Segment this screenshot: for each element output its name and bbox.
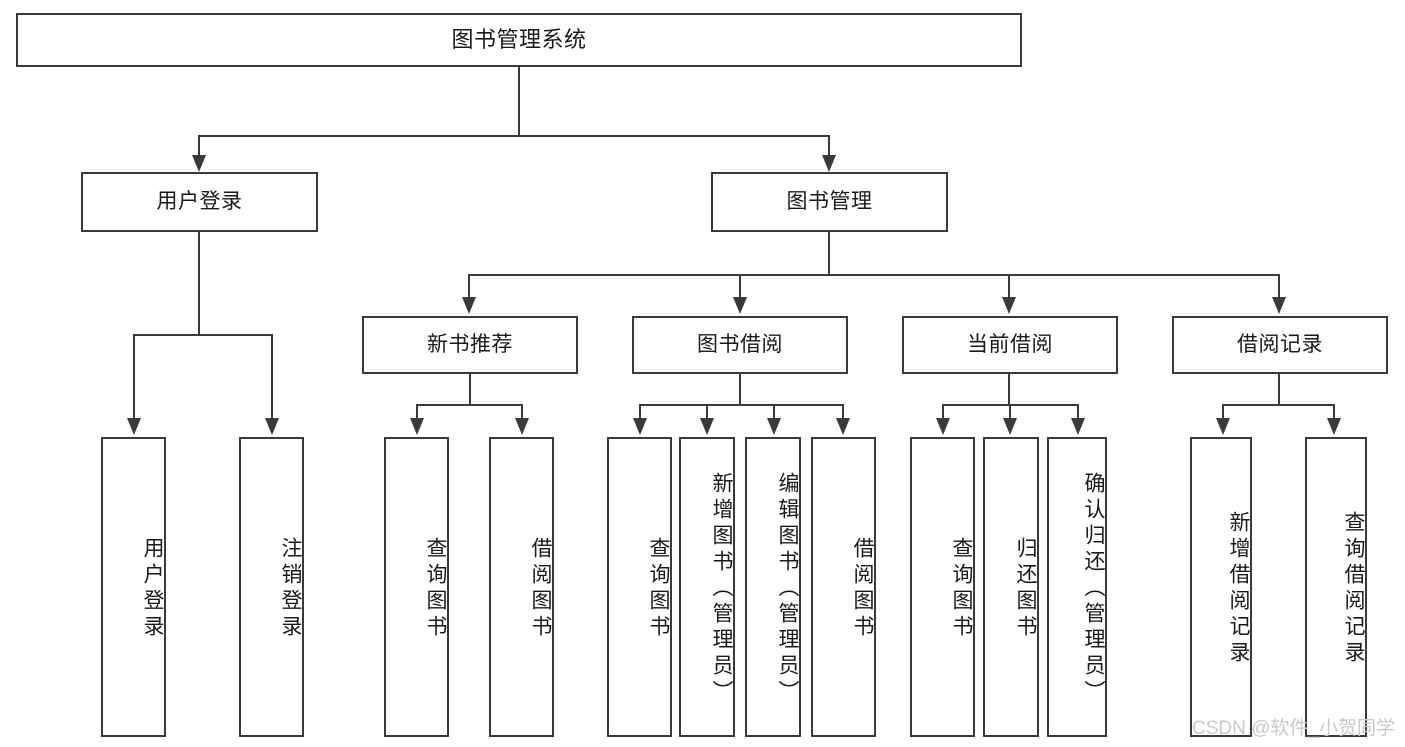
connector-current-child-1: [942, 404, 944, 420]
node-root-system[interactable]: 图书管理系统: [16, 13, 1022, 67]
connector-borrow-bar: [639, 404, 844, 406]
connector-user-login-bar: [133, 334, 272, 336]
arrowhead-user-login-child-2: [265, 418, 279, 435]
connector-current-child-3: [1077, 404, 1079, 420]
leaf-current-query-book[interactable]: 查询图书: [910, 437, 975, 737]
connector-book-mgmt-stem: [828, 232, 830, 276]
arrowhead-book-mgmt-child-2: [733, 297, 747, 314]
leaf-borrow-edit-book-admin[interactable]: 编辑图书（管理员）: [745, 437, 801, 737]
arrowhead-current-child-3: [1071, 418, 1085, 435]
connector-user-login-stem: [198, 232, 200, 336]
arrowhead-book-mgmt-child-1: [462, 297, 476, 314]
connector-record-stem: [1278, 374, 1280, 406]
leaf-recommend-borrow-book[interactable]: 借阅图书: [489, 437, 554, 737]
node-book-borrow[interactable]: 图书借阅: [632, 316, 848, 374]
leaf-borrow-query-book[interactable]: 查询图书: [607, 437, 672, 737]
connector-borrow-stem: [739, 374, 741, 406]
node-book-management[interactable]: 图书管理: [711, 172, 948, 232]
node-new-book-recommend[interactable]: 新书推荐: [362, 316, 578, 374]
node-borrow-record[interactable]: 借阅记录: [1172, 316, 1388, 374]
connector-borrow-child-1: [639, 404, 641, 420]
arrowhead-borrow-child-3: [767, 418, 781, 435]
connector-borrow-child-3: [773, 404, 775, 420]
connector-recommend-child-2: [521, 404, 523, 420]
connector-record-child-2: [1333, 404, 1335, 420]
connector-book-mgmt-child-3: [1008, 274, 1010, 299]
connector-book-mgmt-bar: [468, 274, 1280, 276]
connector-record-child-1: [1222, 404, 1224, 420]
arrowhead-user-login-child-1: [127, 418, 141, 435]
connector-root-stem: [518, 67, 520, 136]
arrowhead-book-mgmt-child-4: [1272, 297, 1286, 314]
watermark-csdn: CSDN @软件_小贺同学: [1192, 718, 1395, 739]
connector-recommend-child-1: [416, 404, 418, 420]
arrowhead-recommend-child-1: [410, 418, 424, 435]
arrowhead-root-to-user-login: [192, 155, 206, 172]
leaf-current-confirm-return-admin[interactable]: 确认归还（管理员）: [1047, 437, 1107, 737]
leaf-borrow-borrow-book[interactable]: 借阅图书: [811, 437, 876, 737]
connector-book-mgmt-child-1: [468, 274, 470, 299]
arrowhead-borrow-child-4: [836, 418, 850, 435]
arrowhead-borrow-child-2: [700, 418, 714, 435]
connector-recommend-bar: [416, 404, 523, 406]
arrowhead-current-child-2: [1003, 418, 1017, 435]
connector-current-stem: [1008, 374, 1010, 406]
leaf-user-login-login[interactable]: 用户登录: [101, 437, 166, 737]
leaf-user-login-logout[interactable]: 注销登录: [239, 437, 304, 737]
arrowhead-book-mgmt-child-3: [1002, 297, 1016, 314]
node-current-borrow[interactable]: 当前借阅: [902, 316, 1118, 374]
arrowhead-root-to-book-mgmt: [822, 155, 836, 172]
connector-record-bar: [1222, 404, 1335, 406]
leaf-record-add-record[interactable]: 新增借阅记录: [1190, 437, 1252, 737]
connector-book-mgmt-child-2: [739, 274, 741, 299]
arrowhead-borrow-child-1: [633, 418, 647, 435]
arrowhead-recommend-child-2: [515, 418, 529, 435]
connector-borrow-child-2: [706, 404, 708, 420]
connector-borrow-child-4: [842, 404, 844, 420]
leaf-current-return-book[interactable]: 归还图书: [983, 437, 1039, 737]
arrowhead-record-child-2: [1327, 418, 1341, 435]
leaf-record-query-record[interactable]: 查询借阅记录: [1305, 437, 1367, 737]
arrowhead-record-child-1: [1216, 418, 1230, 435]
arrowhead-current-child-1: [936, 418, 950, 435]
connector-user-login-child-2: [271, 334, 273, 420]
leaf-recommend-query-book[interactable]: 查询图书: [384, 437, 449, 737]
leaf-borrow-add-book-admin[interactable]: 新增图书（管理员）: [679, 437, 735, 737]
connector-current-child-2: [1009, 404, 1011, 420]
connector-root-bar: [198, 135, 830, 137]
connector-book-mgmt-child-4: [1278, 274, 1280, 299]
node-user-login[interactable]: 用户登录: [81, 172, 318, 232]
connector-root-to-user-login: [198, 135, 200, 157]
connector-root-to-book-mgmt: [828, 135, 830, 157]
connector-user-login-child-1: [133, 334, 135, 420]
connector-recommend-stem: [469, 374, 471, 406]
